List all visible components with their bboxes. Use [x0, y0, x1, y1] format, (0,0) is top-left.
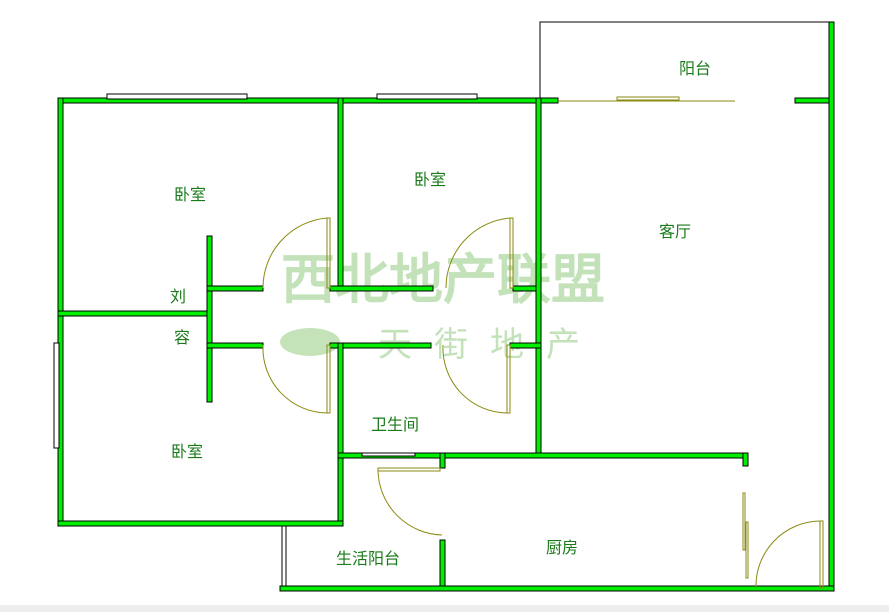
bottom-strip	[0, 605, 889, 612]
label-living-room: 客厅	[659, 222, 691, 241]
label-bedroom-top-left: 卧室	[174, 185, 206, 204]
label-bathroom: 卫生间	[371, 415, 419, 434]
label-bedroom-bottom-left: 卧室	[171, 442, 203, 461]
walls	[57, 21, 835, 592]
balcony-outline	[281, 21, 832, 588]
annotation-char-1: 刘	[170, 287, 186, 306]
watermark-main: 西北地产联盟	[281, 248, 605, 311]
annotation-char-2: 容	[174, 328, 190, 347]
label-bedroom-top-middle: 卧室	[414, 170, 446, 189]
label-balcony: 阳台	[679, 59, 711, 78]
watermark-logo-icon	[280, 328, 340, 356]
label-utility-balcony: 生活阳台	[336, 549, 400, 568]
doors	[262, 96, 824, 589]
label-kitchen: 厨房	[546, 538, 578, 557]
windows	[53, 93, 478, 457]
